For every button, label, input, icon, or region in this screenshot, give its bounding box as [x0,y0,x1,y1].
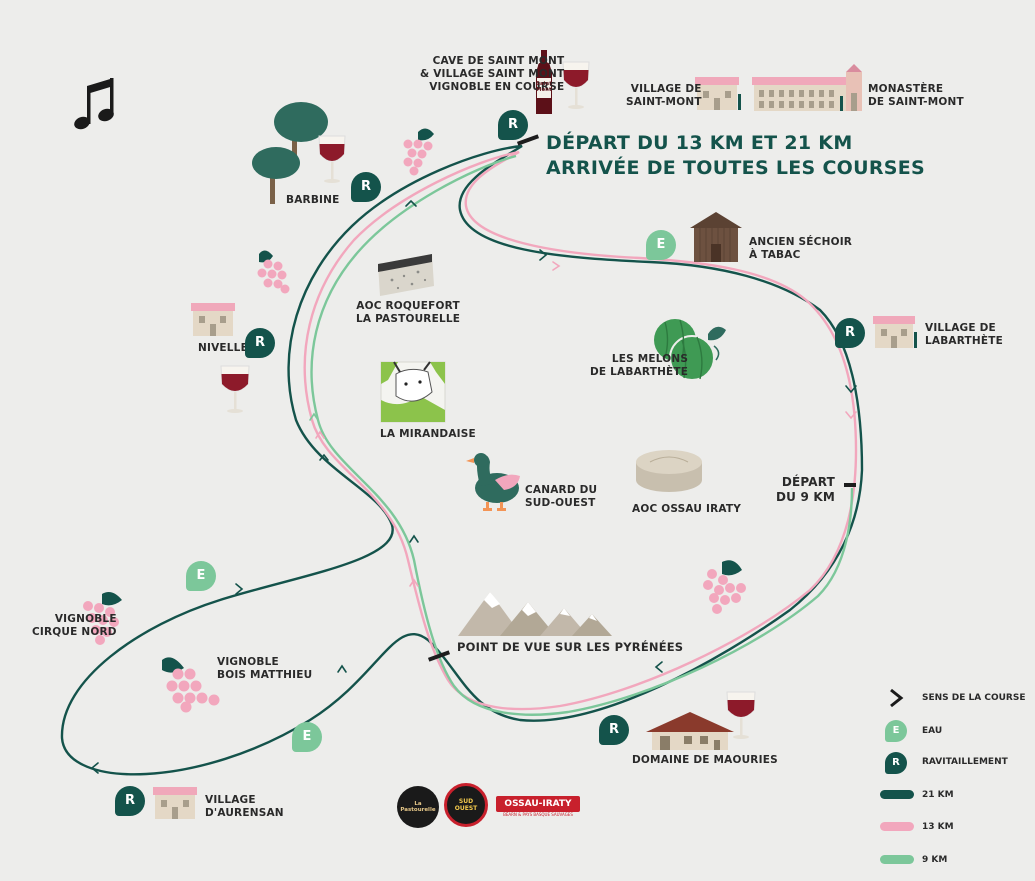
legend-9km-label: 9 KM [922,855,948,865]
mountain-icon [458,592,612,636]
legend-21km-label: 21 KM [922,790,954,800]
legend-eau-label: EAU [922,726,943,736]
headline: DÉPART DU 13 KM ET 21 KM ARRIVÉE DE TOUT… [546,131,925,181]
grapes-icon [403,128,434,176]
house-icon [873,316,917,348]
route-21km [60,144,864,776]
wine-glass-icon [220,365,250,413]
route-13km [303,150,858,711]
monastery-icon [752,64,862,111]
domaine-building-icon [646,712,734,750]
label-mirandaise: LA MIRANDAISE [380,428,476,440]
legend-direction-label: SENS DE LA COURSE [922,693,1026,703]
chevron-right-icon [890,688,904,708]
house-icon [191,303,235,336]
wine-glass-icon [562,61,590,109]
label-domaine: DOMAINE DE MAOURIES [632,754,778,766]
label-barbine: BARBINE [286,194,340,206]
label-ossau: AOC OSSAU IRATY [632,503,742,515]
ravitaillement-station[interactable]: R [351,172,381,202]
cow-icon [380,361,446,423]
music-note-icon[interactable] [72,78,115,131]
legend-eau-icon: E [885,720,907,742]
headline-line-1: DÉPART DU 13 KM ET 21 KM [546,132,853,154]
duck-icon [466,453,520,511]
label-pyrenees: POINT DE VUE SUR LES PYRÉNÉES [457,640,684,654]
ravitaillement-station[interactable]: R [599,715,629,745]
logo-sud-ouest[interactable]: SUD OUEST [444,783,488,827]
headline-line-2: ARRIVÉE DE TOUTES LES COURSES [546,157,926,179]
label-nivelle: NIVELLE [198,342,248,354]
eau-station[interactable]: E [646,230,676,260]
grapes-icon [257,250,290,294]
eau-station[interactable]: E [292,722,322,752]
wine-bottle-icon [536,50,552,114]
wine-bottle-label: Saint Mont [536,81,552,93]
start-line-21-13 [516,134,540,146]
grapes-icon [703,560,746,614]
cheese-icon [636,450,702,492]
legend-9km-swatch [880,855,914,864]
legend-13km-swatch [880,822,914,831]
grapes-icon [83,592,122,645]
legend-13km-label: 13 KM [922,822,954,832]
start-line-9km [844,483,856,487]
route-9km [310,154,854,716]
wine-glass-icon [318,135,346,183]
legend-21km-swatch [880,790,914,799]
cheese-icon [378,254,434,296]
tree-icon [252,102,328,204]
barn-icon [690,212,742,262]
ravitaillement-station[interactable]: R [835,318,865,348]
legend-ravitaillement-label: RAVITAILLEMENT [922,757,1008,767]
grapes-icon [162,657,220,713]
direction-markers [90,199,857,774]
pyrenees-marker [427,650,451,662]
logo-ossau-iraty[interactable]: OSSAU-IRATY BÉARN & PAYS BASQUE SAUVAGES [496,796,580,820]
legend-ravitaillement-icon: R [885,752,907,774]
logo-la-pastourelle[interactable]: La Pastourelle [397,786,439,828]
eau-station[interactable]: E [186,561,216,591]
house-icon [695,77,741,110]
ravitaillement-station[interactable]: R [245,328,275,358]
house-icon [153,787,197,819]
wine-glass-icon [726,691,756,739]
ravitaillement-station[interactable]: R [498,110,528,140]
ravitaillement-station[interactable]: R [115,786,145,816]
melon-icon [654,319,726,381]
